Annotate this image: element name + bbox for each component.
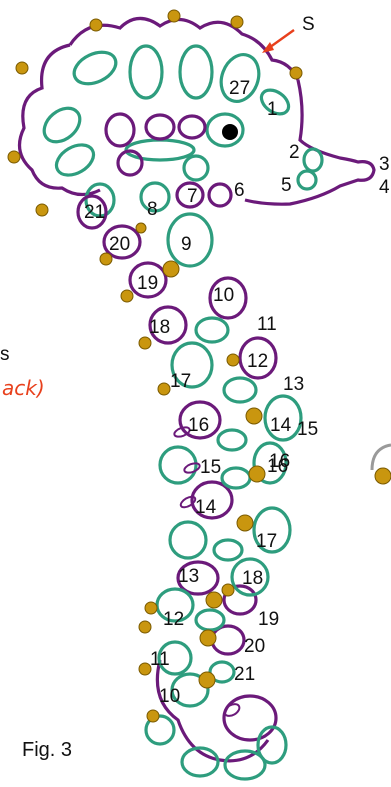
label-2: 2 xyxy=(289,142,300,163)
start-marker-label: S xyxy=(302,14,315,35)
label-left-15: 15 xyxy=(200,457,221,478)
picot-bead xyxy=(7,150,21,164)
picot-bead xyxy=(226,353,240,367)
label-left-16: 16 xyxy=(188,415,209,436)
label-right-11: 11 xyxy=(257,314,277,335)
picot-bead xyxy=(146,709,160,723)
picot-bead xyxy=(199,629,217,647)
label-center-12: 12 xyxy=(247,351,268,372)
picot-bead xyxy=(135,222,147,234)
head-rings xyxy=(42,44,324,218)
picot-bead xyxy=(138,336,152,350)
label-center-16: 16 xyxy=(267,456,288,477)
picot-bead xyxy=(198,671,216,689)
body-chain-loops xyxy=(102,224,278,763)
side-loop xyxy=(370,443,391,471)
picot-bead xyxy=(230,15,244,29)
picot-bead xyxy=(221,583,235,597)
picot-bead xyxy=(236,514,254,532)
small-picot-loops xyxy=(173,426,241,717)
picot-bead xyxy=(138,620,152,634)
head-inner-chain xyxy=(76,112,233,230)
label-left-14: 14 xyxy=(195,497,217,518)
start-arrow xyxy=(262,29,295,53)
label-left-20: 20 xyxy=(109,234,130,255)
label-7: 7 xyxy=(187,186,198,207)
label-left-11: 11 xyxy=(150,649,170,670)
label-left-12: 12 xyxy=(163,609,184,630)
label-8: 8 xyxy=(147,199,158,220)
body-rings xyxy=(144,212,303,781)
picot-bead xyxy=(15,61,29,75)
label-5: 5 xyxy=(281,175,292,196)
edge-text-bottom: 4 xyxy=(379,177,390,198)
picot-bead xyxy=(138,662,152,676)
figure-caption: Fig. 3 xyxy=(22,739,72,761)
label-right-17: 17 xyxy=(256,531,277,552)
label-right-19: 19 xyxy=(258,609,279,630)
label-right-14: 14 xyxy=(270,415,292,436)
picot-bead xyxy=(89,18,103,32)
label-left-18: 18 xyxy=(149,317,170,338)
label-left-13: 13 xyxy=(178,566,199,587)
picot-bead xyxy=(289,66,303,80)
label-right-13: 13 xyxy=(283,374,304,395)
label-21-head: 21 xyxy=(84,202,105,223)
left-edge-text: s xyxy=(0,344,10,365)
label-1: 1 xyxy=(267,99,278,120)
label-left-19: 19 xyxy=(137,273,158,294)
picot-bead xyxy=(162,260,180,278)
left-edge-note: ack) xyxy=(2,376,45,400)
label-center-10: 10 xyxy=(213,285,234,306)
picot-bead xyxy=(167,9,181,23)
label-right-20: 20 xyxy=(244,636,265,657)
eye xyxy=(222,124,238,140)
label-27: 27 xyxy=(229,78,250,99)
label-left-17: 17 xyxy=(170,371,191,392)
label-right-16: 16 xyxy=(269,451,290,472)
picot-bead xyxy=(35,203,49,217)
head-outer-chain xyxy=(17,16,376,206)
label-center-9: 9 xyxy=(181,234,192,255)
picot-bead xyxy=(205,591,223,609)
label-6: 6 xyxy=(234,180,245,201)
label-right-21: 21 xyxy=(234,664,255,685)
label-right-15: 15 xyxy=(297,419,318,440)
picot-bead xyxy=(245,407,263,425)
picot-bead xyxy=(120,289,134,303)
picot-bead xyxy=(144,601,158,615)
label-right-18: 18 xyxy=(242,568,263,589)
label-left-10: 10 xyxy=(159,686,180,707)
picot-bead xyxy=(99,252,113,266)
picot-beads xyxy=(7,9,391,723)
picot-bead xyxy=(157,382,171,396)
picot-bead xyxy=(248,465,266,483)
edge-text-top: 3 xyxy=(379,154,390,175)
picot-bead xyxy=(374,467,391,485)
